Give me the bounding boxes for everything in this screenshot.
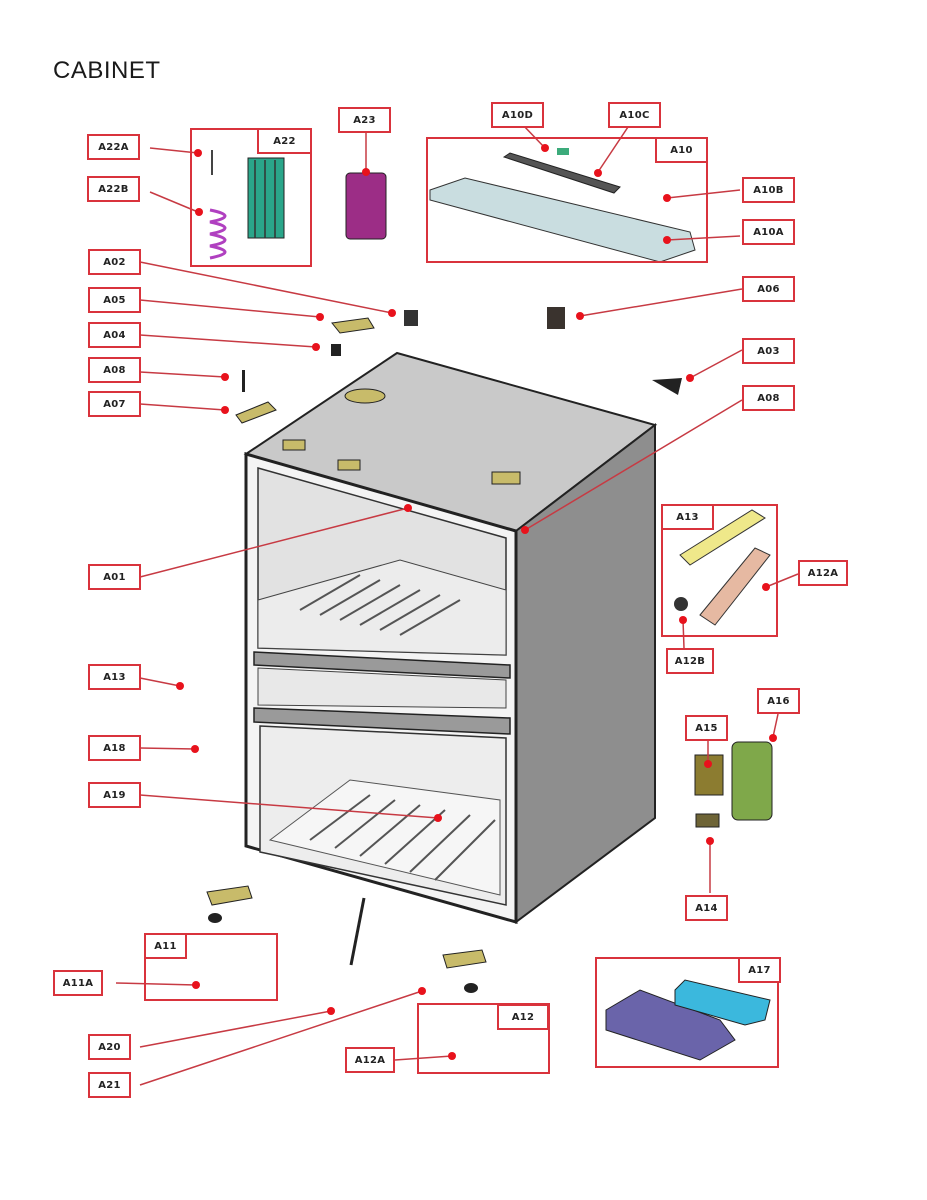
callout-a19: A19 [88,782,141,808]
callout-a23: A23 [338,107,391,133]
callout-a17: A17 [738,957,781,983]
callout-a20: A20 [88,1034,131,1060]
callout-a10d: A10D [491,102,544,128]
top-hinge-b [282,439,306,451]
callout-a08-left: A08 [88,357,141,383]
part-a06 [547,307,565,329]
callout-a11: A11 [144,933,187,959]
part-a14 [695,813,720,828]
group-frame-a12 [417,1003,550,1074]
loose-parts [206,148,773,1061]
group-frame-a11 [144,933,278,1001]
callout-a10c: A10C [608,102,661,128]
callout-a04: A04 [88,322,141,348]
part-a08-pin [242,370,245,392]
group-frame-a13 [661,504,778,637]
callout-a11a: A11A [53,970,103,996]
group-frame-a17 [595,957,779,1068]
drawer-compartment [257,667,507,709]
part-a16-panel [731,741,773,821]
callout-a21: A21 [88,1072,131,1098]
group-frame-a10 [426,137,708,263]
callout-a02: A02 [88,249,141,275]
part-a20-rod [349,897,366,966]
callout-a12b: A12B [666,648,714,674]
callout-a22a: A22A [87,134,140,160]
callout-a10a: A10A [742,219,795,245]
callout-a18: A18 [88,735,141,761]
callout-a07: A07 [88,391,141,417]
top-hinge-a [344,388,386,404]
part-a05 [331,317,375,334]
callout-a22b: A22B [87,176,140,202]
part-a10-panel [429,148,696,263]
shelf-ribs [299,574,496,881]
leader-lines [115,123,799,1086]
callout-a13-right: A13 [661,504,714,530]
callout-a10: A10 [655,137,708,163]
callout-a13-left: A13 [88,664,141,690]
part-a17-filter [605,979,771,1061]
part-a13-a12-set [674,509,771,626]
callout-a12a-right: A12A [798,560,848,586]
callout-a03: A03 [742,338,795,364]
part-a03 [652,378,682,395]
top-hinge-parts [282,388,521,485]
callout-a06: A06 [742,276,795,302]
part-a07 [235,401,277,424]
callout-a01: A01 [88,564,141,590]
cabinet-body [243,351,658,924]
part-a11-hinge [206,885,253,923]
top-hinge-c [337,459,361,471]
lower-divider [253,707,511,735]
fridge-shelf [257,559,507,656]
callout-a16: A16 [757,688,800,714]
part-a23-cover [345,172,387,240]
part-a02 [404,310,418,326]
top-hinge-d [491,471,521,485]
page-title: CABINET [53,57,161,84]
part-a04 [331,344,341,356]
callout-a05: A05 [88,287,141,313]
callout-a12a-bottom: A12A [345,1047,395,1073]
callout-a15: A15 [685,715,728,741]
callout-a22: A22 [257,128,312,154]
part-a12-hinge [442,949,487,993]
part-a22-evaporator [209,150,285,260]
callout-a10b: A10B [742,177,795,203]
group-frame-a22 [190,128,312,267]
middle-divider [253,651,511,679]
callout-a08-right: A08 [742,385,795,411]
callout-dots [176,144,777,1060]
callout-a12: A12 [497,1004,549,1030]
callout-a14: A14 [685,895,728,921]
